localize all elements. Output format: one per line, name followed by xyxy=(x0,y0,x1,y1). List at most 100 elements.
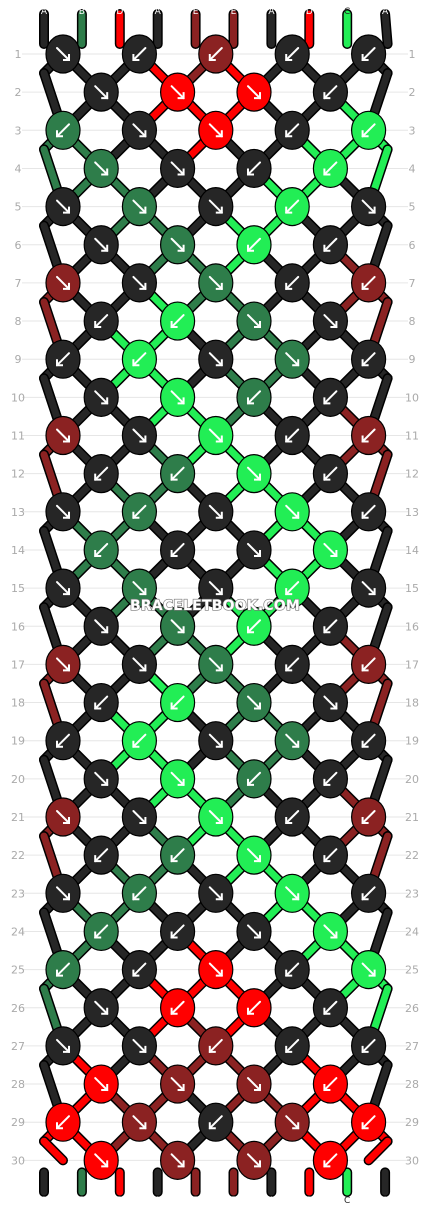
row-number-right: 19 xyxy=(405,735,419,748)
arrow-head-icon xyxy=(247,397,254,405)
arrow-head-icon xyxy=(208,1045,216,1053)
row-number-right: 3 xyxy=(409,124,416,137)
row-number-right: 4 xyxy=(409,162,416,175)
string-label-top: A xyxy=(268,7,275,17)
arrow-down-right-icon xyxy=(285,886,300,901)
row-number-right: 5 xyxy=(409,201,416,214)
row-number-right: 12 xyxy=(405,468,419,481)
knot xyxy=(236,225,272,265)
knot xyxy=(198,644,234,685)
arrow-down-left-icon xyxy=(285,1038,300,1053)
arrow-down-left-icon xyxy=(285,275,300,290)
string-label-top: A xyxy=(155,7,162,17)
arrow-head-icon xyxy=(292,1122,300,1130)
arrow-down-left-icon xyxy=(285,428,300,443)
knot xyxy=(198,339,234,379)
arrow-head-icon xyxy=(292,740,300,748)
row-number-right: 9 xyxy=(409,353,416,366)
arrow-head-icon xyxy=(215,817,223,824)
arrow-head-icon xyxy=(56,1122,63,1130)
knot xyxy=(83,606,119,646)
arrow-down-left-icon xyxy=(247,390,261,405)
arrow-down-left-icon xyxy=(361,810,376,824)
knot xyxy=(160,835,196,875)
arrow-down-right-icon xyxy=(285,504,300,519)
arrow-down-left-icon xyxy=(56,352,70,367)
knot xyxy=(198,797,234,837)
knot xyxy=(274,949,310,990)
knot xyxy=(45,415,81,456)
knot xyxy=(160,911,196,952)
knot xyxy=(274,721,310,761)
arrow-head-icon xyxy=(247,778,254,786)
arrow-down-right-icon xyxy=(56,657,70,672)
knot xyxy=(198,873,234,913)
arrow-down-left-icon xyxy=(247,1000,261,1015)
arrow-head-icon xyxy=(63,282,70,290)
arrow-down-left-icon xyxy=(285,199,300,214)
arrow-head-icon xyxy=(323,1007,331,1015)
arrow-down-left-icon xyxy=(285,657,300,672)
string-label-bottom: A xyxy=(268,1196,275,1206)
arrow-head-icon xyxy=(215,511,223,519)
arrow-head-icon xyxy=(101,1007,109,1015)
row-number-right: 11 xyxy=(405,430,419,443)
arrow-head-icon xyxy=(361,893,369,901)
arrow-head-icon xyxy=(132,893,140,901)
arrow-down-right-icon xyxy=(285,1115,300,1130)
arrow-down-left-icon xyxy=(170,695,185,710)
arrow-head-icon xyxy=(254,92,261,100)
arrow-down-left-icon xyxy=(132,352,147,367)
knot xyxy=(312,225,348,265)
arrow-down-right-icon xyxy=(56,47,70,61)
knot xyxy=(83,72,119,112)
knot xyxy=(198,110,234,150)
knot xyxy=(312,1064,348,1104)
knot xyxy=(160,606,196,646)
knot xyxy=(236,301,272,341)
arrow-down-right-icon xyxy=(247,924,261,939)
row-number-left: 26 xyxy=(11,1002,25,1015)
knot xyxy=(83,988,119,1028)
row-number-right: 17 xyxy=(405,658,419,671)
knot xyxy=(121,1026,157,1066)
arrow-head-icon xyxy=(177,168,185,176)
string-label-bottom: B xyxy=(79,1196,85,1206)
arrow-head-icon xyxy=(285,206,293,214)
row-number-left: 29 xyxy=(11,1116,25,1129)
arrow-head-icon xyxy=(368,206,376,214)
arrow-down-right-icon xyxy=(56,199,70,214)
knot xyxy=(236,682,272,723)
string-label-top: B xyxy=(79,7,85,17)
knot xyxy=(351,644,387,685)
knot xyxy=(274,644,310,685)
arrow-down-right-icon xyxy=(132,199,147,214)
arrow-down-left-icon xyxy=(170,542,185,557)
arrow-head-icon xyxy=(177,244,185,252)
arrow-head-icon xyxy=(285,54,293,61)
knot xyxy=(236,759,272,799)
string-label-bottom: A xyxy=(155,1196,162,1206)
arrow-down-right-icon xyxy=(208,733,223,748)
arrow-down-right-icon xyxy=(247,1077,261,1092)
arrow-down-right-icon xyxy=(94,1000,109,1015)
arrow-down-right-icon xyxy=(56,810,70,824)
knot xyxy=(274,492,310,532)
arrow-head-icon xyxy=(132,359,140,367)
arrow-down-right-icon xyxy=(94,390,109,405)
arrow-head-icon xyxy=(139,1045,147,1053)
knot xyxy=(45,721,81,761)
knot xyxy=(160,759,196,799)
row-number-right: 13 xyxy=(405,506,419,519)
arrow-head-icon xyxy=(285,664,293,672)
knot xyxy=(351,1102,387,1142)
row-number-left: 18 xyxy=(11,697,25,710)
arrow-head-icon xyxy=(170,321,178,329)
arrow-down-left-icon xyxy=(361,1115,376,1130)
knot xyxy=(236,988,272,1028)
knot xyxy=(274,797,310,837)
row-number-left: 8 xyxy=(15,315,22,328)
row-number-right: 6 xyxy=(409,239,416,252)
arrow-head-icon xyxy=(63,893,70,901)
